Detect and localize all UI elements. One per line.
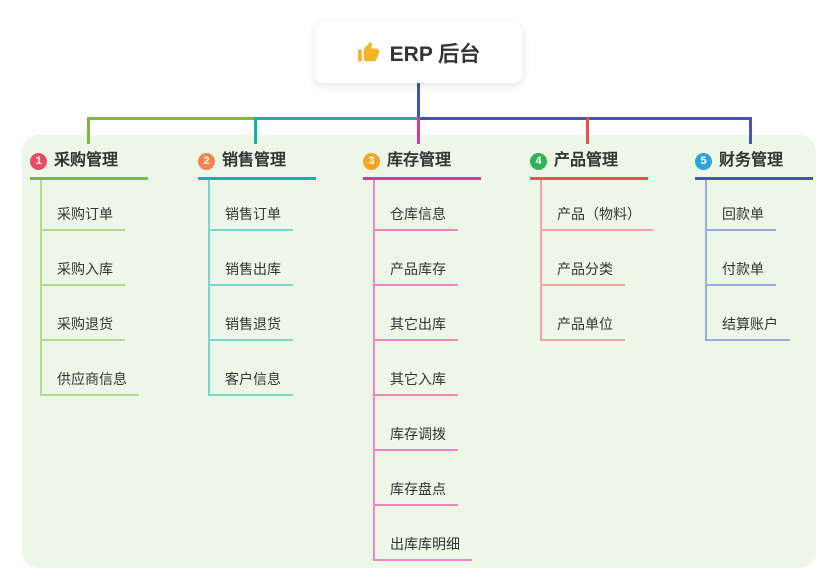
branch-badge: 1 — [30, 152, 47, 170]
child-node-1-1[interactable]: 采购订单 — [40, 195, 125, 231]
branch-label: 销售管理 — [222, 152, 287, 169]
connector-root-vertical — [417, 83, 420, 117]
connector-drop-2 — [254, 117, 257, 144]
child-node-3-7[interactable]: 出库库明细 — [373, 525, 472, 561]
branch-children-line-3 — [373, 180, 375, 561]
child-node-1-4[interactable]: 供应商信息 — [40, 360, 139, 396]
branch-children-line-1 — [40, 180, 42, 396]
child-node-3-2[interactable]: 产品库存 — [373, 250, 458, 286]
child-node-3-3[interactable]: 其它出库 — [373, 305, 458, 341]
child-node-4-2[interactable]: 产品分类 — [540, 250, 625, 286]
thumbs-up-icon — [357, 41, 380, 64]
branch-label: 库存管理 — [387, 152, 452, 169]
child-node-3-5[interactable]: 库存调拨 — [373, 415, 458, 451]
root-label: ERP 后台 — [389, 42, 481, 66]
branch-node-3[interactable]: 3 库存管理 — [363, 146, 481, 180]
branch-children-line-4 — [540, 180, 542, 341]
branch-node-5[interactable]: 5 财务管理 — [695, 146, 813, 180]
child-node-3-1[interactable]: 仓库信息 — [373, 195, 458, 231]
connector-horizontal-5 — [417, 117, 752, 120]
child-node-4-1[interactable]: 产品（物料） — [540, 195, 653, 231]
connector-drop-5 — [749, 117, 752, 144]
child-node-4-3[interactable]: 产品单位 — [540, 305, 625, 341]
connector-drop-4 — [586, 117, 589, 144]
child-node-2-3[interactable]: 销售退货 — [208, 305, 293, 341]
child-node-2-2[interactable]: 销售出库 — [208, 250, 293, 286]
branch-node-4[interactable]: 4 产品管理 — [530, 146, 648, 180]
branch-node-2[interactable]: 2 销售管理 — [198, 146, 316, 180]
branch-badge: 4 — [530, 152, 547, 170]
branch-label: 采购管理 — [54, 152, 119, 169]
child-node-5-2[interactable]: 付款单 — [705, 250, 776, 286]
branch-badge: 3 — [363, 152, 380, 170]
branch-children-line-2 — [208, 180, 210, 396]
branch-label: 产品管理 — [554, 152, 619, 169]
connector-horizontal-2 — [254, 117, 418, 120]
branch-badge: 5 — [695, 152, 712, 170]
child-node-3-4[interactable]: 其它入库 — [373, 360, 458, 396]
root-node[interactable]: ERP 后台 — [315, 22, 522, 83]
branch-label: 财务管理 — [719, 152, 784, 169]
child-node-5-3[interactable]: 结算账户 — [705, 305, 790, 341]
child-node-5-1[interactable]: 回款单 — [705, 195, 776, 231]
connector-drop-1 — [87, 117, 90, 144]
child-node-1-2[interactable]: 采购入库 — [40, 250, 125, 286]
branch-node-1[interactable]: 1 采购管理 — [30, 146, 148, 180]
connector-drop-3 — [417, 117, 420, 144]
child-node-3-6[interactable]: 库存盘点 — [373, 470, 458, 506]
branch-badge: 2 — [198, 152, 215, 170]
child-node-2-1[interactable]: 销售订单 — [208, 195, 293, 231]
branch-children-line-5 — [705, 180, 707, 341]
canvas-panel — [22, 135, 816, 568]
connector-horizontal-1 — [87, 117, 255, 120]
child-node-2-4[interactable]: 客户信息 — [208, 360, 293, 396]
child-node-1-3[interactable]: 采购退货 — [40, 305, 125, 341]
